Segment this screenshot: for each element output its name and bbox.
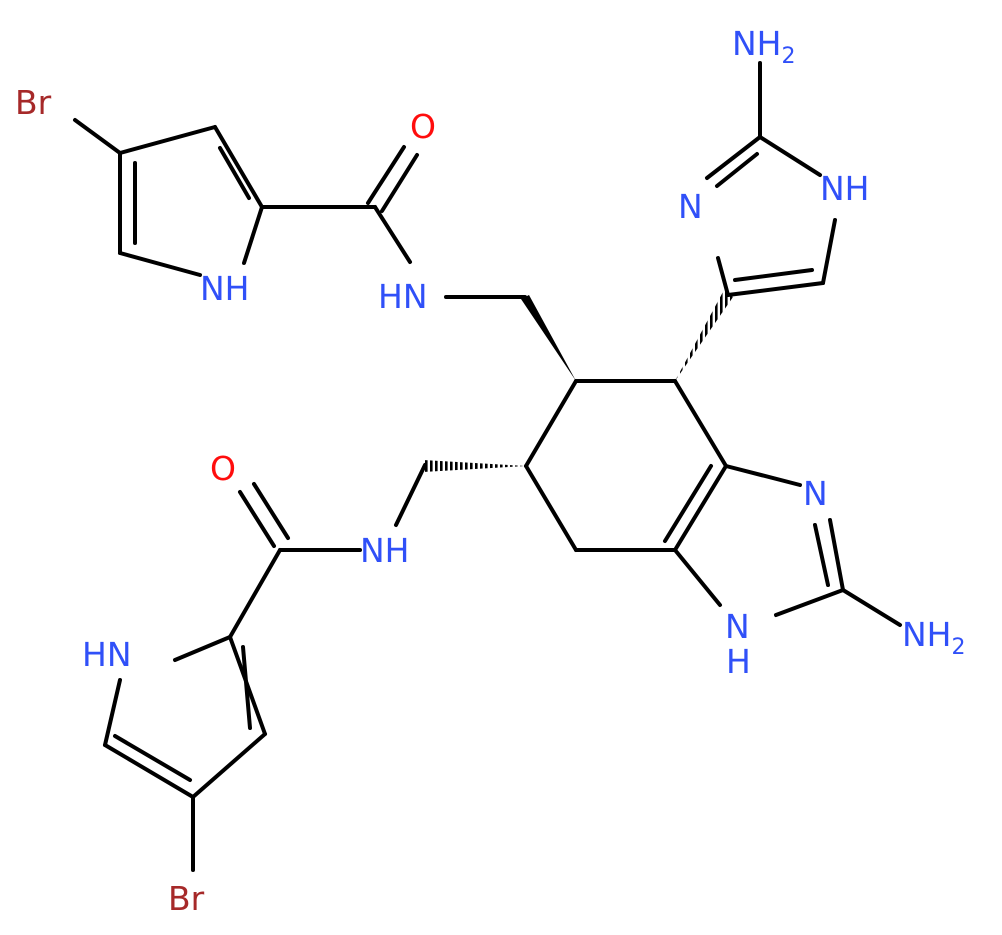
imidazole-n-label: N [678, 187, 703, 226]
bond-carbonyl2-ring [228, 548, 282, 639]
bond-ring6-f [524, 379, 578, 468]
pyrrole-hn-label-bottom: HN [82, 635, 132, 674]
bond-ring1-b-dbl [218, 146, 251, 200]
amide-nh-label-bottom: NH [360, 531, 410, 570]
bond-ring1-b [213, 125, 264, 209]
amine-label-top-sub: 2 [782, 44, 796, 69]
bonds [73, 61, 902, 872]
bond-ring2-a-dbl [241, 645, 252, 730]
bond-c-n-amide1 [373, 205, 412, 264]
bond-co1-b [380, 153, 419, 213]
hash-bond-left [423, 460, 526, 472]
bond-imid-c2-n [705, 135, 762, 180]
amine-label-bottom: NH2 [902, 615, 966, 660]
bond-co2-a [238, 490, 276, 548]
bond-ring1-d [118, 251, 202, 277]
bond-bim-c [774, 588, 845, 617]
bond-ring6-c-dbl [663, 464, 713, 543]
bond-bim-nh2 [841, 588, 902, 627]
bond-ring2-b [191, 732, 267, 799]
bond-ring2-c-dbl [113, 734, 192, 782]
bond-ring6-c [673, 464, 728, 552]
benzimidazole-nh-h-label: H [726, 642, 751, 681]
benzimidazole-nh-n-label: N [725, 607, 750, 646]
bond-ring2-e [173, 635, 232, 662]
bond-imid-c-c [726, 281, 825, 297]
oxygen-label-top: O [410, 107, 436, 146]
benzimidazole-n-label: N [803, 474, 828, 513]
amine-label-bottom-main: NH [902, 615, 952, 654]
imidazole-nh-label: NH [820, 169, 870, 208]
bond-ring1-c [242, 205, 264, 265]
bond-bim-a [724, 464, 802, 487]
bond-ring2-c [103, 743, 195, 799]
bond-imid-nh-c2 [758, 135, 822, 177]
bond-imid-c2-n-dbl [715, 152, 759, 188]
bond-br1-c [73, 118, 122, 155]
bond-imid-c-nh [821, 218, 837, 285]
wedge-bond [521, 295, 576, 381]
bond-co1-a [366, 145, 406, 205]
bond-ring2-d [103, 678, 122, 747]
pyrrole-nh-label-top: NH [200, 269, 250, 308]
bromine-label-top: Br [15, 83, 52, 122]
bond-ring6-e [524, 464, 578, 552]
bromine-label-bottom: Br [168, 879, 205, 918]
hash-bond-top [675, 290, 733, 381]
bond-bim-b [828, 518, 845, 592]
amine-label-bottom-sub: 2 [952, 635, 966, 660]
bond-bim-d [673, 548, 722, 607]
bond-imid-n-c [716, 256, 730, 297]
amide-hn-label-top: HN [378, 277, 428, 316]
amine-label-top-main: NH [732, 24, 782, 63]
bond-bim-b-dbl [813, 523, 830, 587]
bond-ch2-n-amide2 [394, 463, 427, 527]
amine-label-top: NH2 [732, 24, 796, 69]
bond-imid-c-c-dbl [733, 268, 814, 282]
bond-ring6-b [673, 379, 728, 468]
oxygen-label-bottom: O [210, 449, 236, 488]
bond-ring1-a [118, 125, 217, 155]
bond-co2-b [252, 482, 290, 540]
atom-labels: Br O NH HN NH2 N NH O NH N HN N H NH2 Br [15, 24, 966, 918]
